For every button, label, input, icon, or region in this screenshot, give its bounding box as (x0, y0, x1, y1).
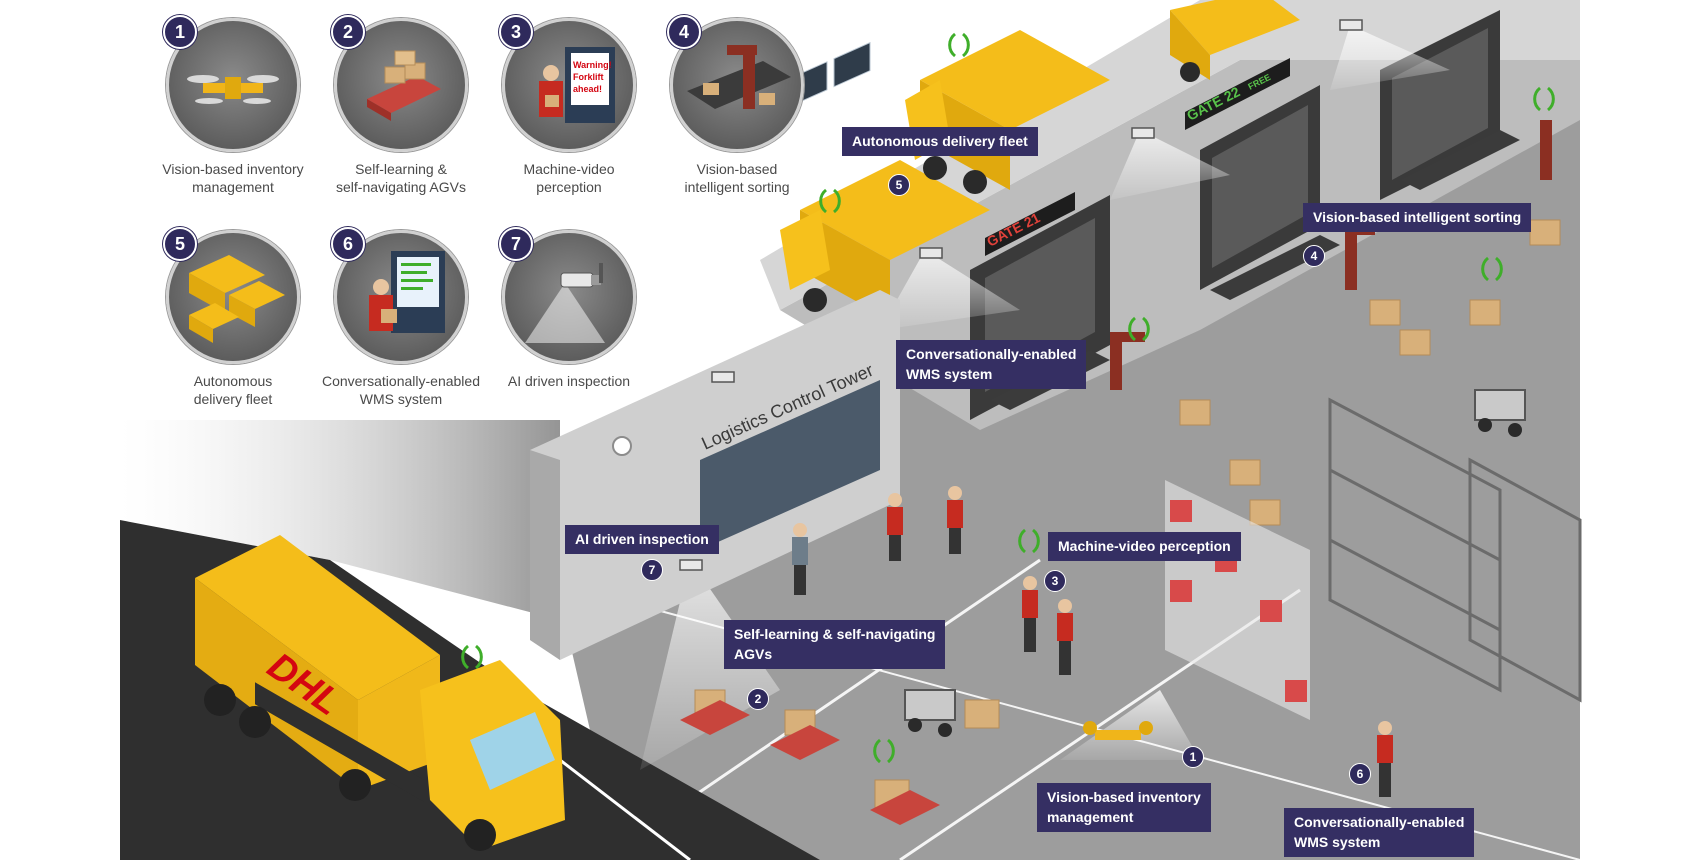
robot-arm-icon (687, 45, 791, 109)
road-edge-fade (120, 420, 560, 620)
workers (792, 486, 1393, 797)
worker-tablet-icon (369, 251, 445, 333)
road-marking (559, 758, 691, 860)
legend-circle: 5 (163, 227, 300, 364)
legend-item-3: Warning! Forklift ahead! 3 Machine-video… (484, 15, 654, 196)
warning-text-1: Warning! (573, 60, 612, 70)
agv-icon (367, 50, 441, 121)
dock-van (1170, 0, 1300, 82)
legend-circle: Warning! Forklift ahead! 3 (499, 15, 636, 152)
legend-number: 4 (667, 15, 701, 49)
legend-circle: 6 (331, 227, 468, 364)
worker-screen-icon: Warning! Forklift ahead! (539, 47, 615, 123)
legend-number: 5 (163, 227, 197, 261)
wireless-signals (461, 32, 1555, 764)
gate-22 (1200, 85, 1320, 290)
inventory-drone (1083, 721, 1153, 740)
callout-number-7: 7 (641, 559, 663, 581)
callout-number-2: 2 (747, 688, 769, 710)
legend-number: 3 (499, 15, 533, 49)
legend-circle: 2 (331, 15, 468, 152)
callout-machine-video: Machine-video perception (1048, 532, 1241, 561)
foreground-dhl-truck: DHL (195, 535, 565, 851)
callout-number-6: 6 (1349, 763, 1371, 785)
legend-number: 2 (331, 15, 365, 49)
legend-circle: 7 (499, 227, 636, 364)
camera-icon (525, 263, 605, 343)
callout-number-4: 4 (1303, 245, 1325, 267)
callout-number-5: 5 (888, 174, 910, 196)
callout-number-3: 3 (1044, 570, 1066, 592)
forklift-center (904, 689, 956, 737)
legend-caption: Self-learning &self-navigating AGVs (336, 161, 466, 195)
legend-item-7: 7 AI driven inspection (484, 227, 654, 390)
agv-robots (680, 700, 940, 825)
callout-number-1: 1 (1182, 746, 1204, 768)
legend-number: 7 (499, 227, 533, 261)
legend-number: 6 (331, 227, 365, 261)
warning-text-2: Forklift (573, 72, 604, 82)
legend-number: 1 (163, 15, 197, 49)
callout-autonomous-delivery-fleet: Autonomous delivery fleet (842, 127, 1038, 156)
legend-circle: 1 (163, 15, 300, 152)
warning-text-3: ahead! (573, 84, 602, 94)
forklift-right (1474, 389, 1526, 437)
trucks-icon (189, 255, 285, 343)
legend-item-2: 2 Self-learning &self-navigating AGVs (316, 15, 486, 196)
legend-caption: AI driven inspection (507, 373, 631, 389)
drone-icon (187, 75, 279, 104)
legend-circle: 4 (667, 15, 804, 152)
storage-racks-right (1328, 397, 1582, 703)
box-stacks (694, 219, 1561, 809)
camera-light-beams (640, 25, 1450, 770)
security-cameras (679, 19, 1363, 571)
callout-vision-sorting: Vision-based intelligent sorting (1303, 203, 1532, 232)
callout-ai-inspection: AI driven inspection (565, 525, 719, 554)
